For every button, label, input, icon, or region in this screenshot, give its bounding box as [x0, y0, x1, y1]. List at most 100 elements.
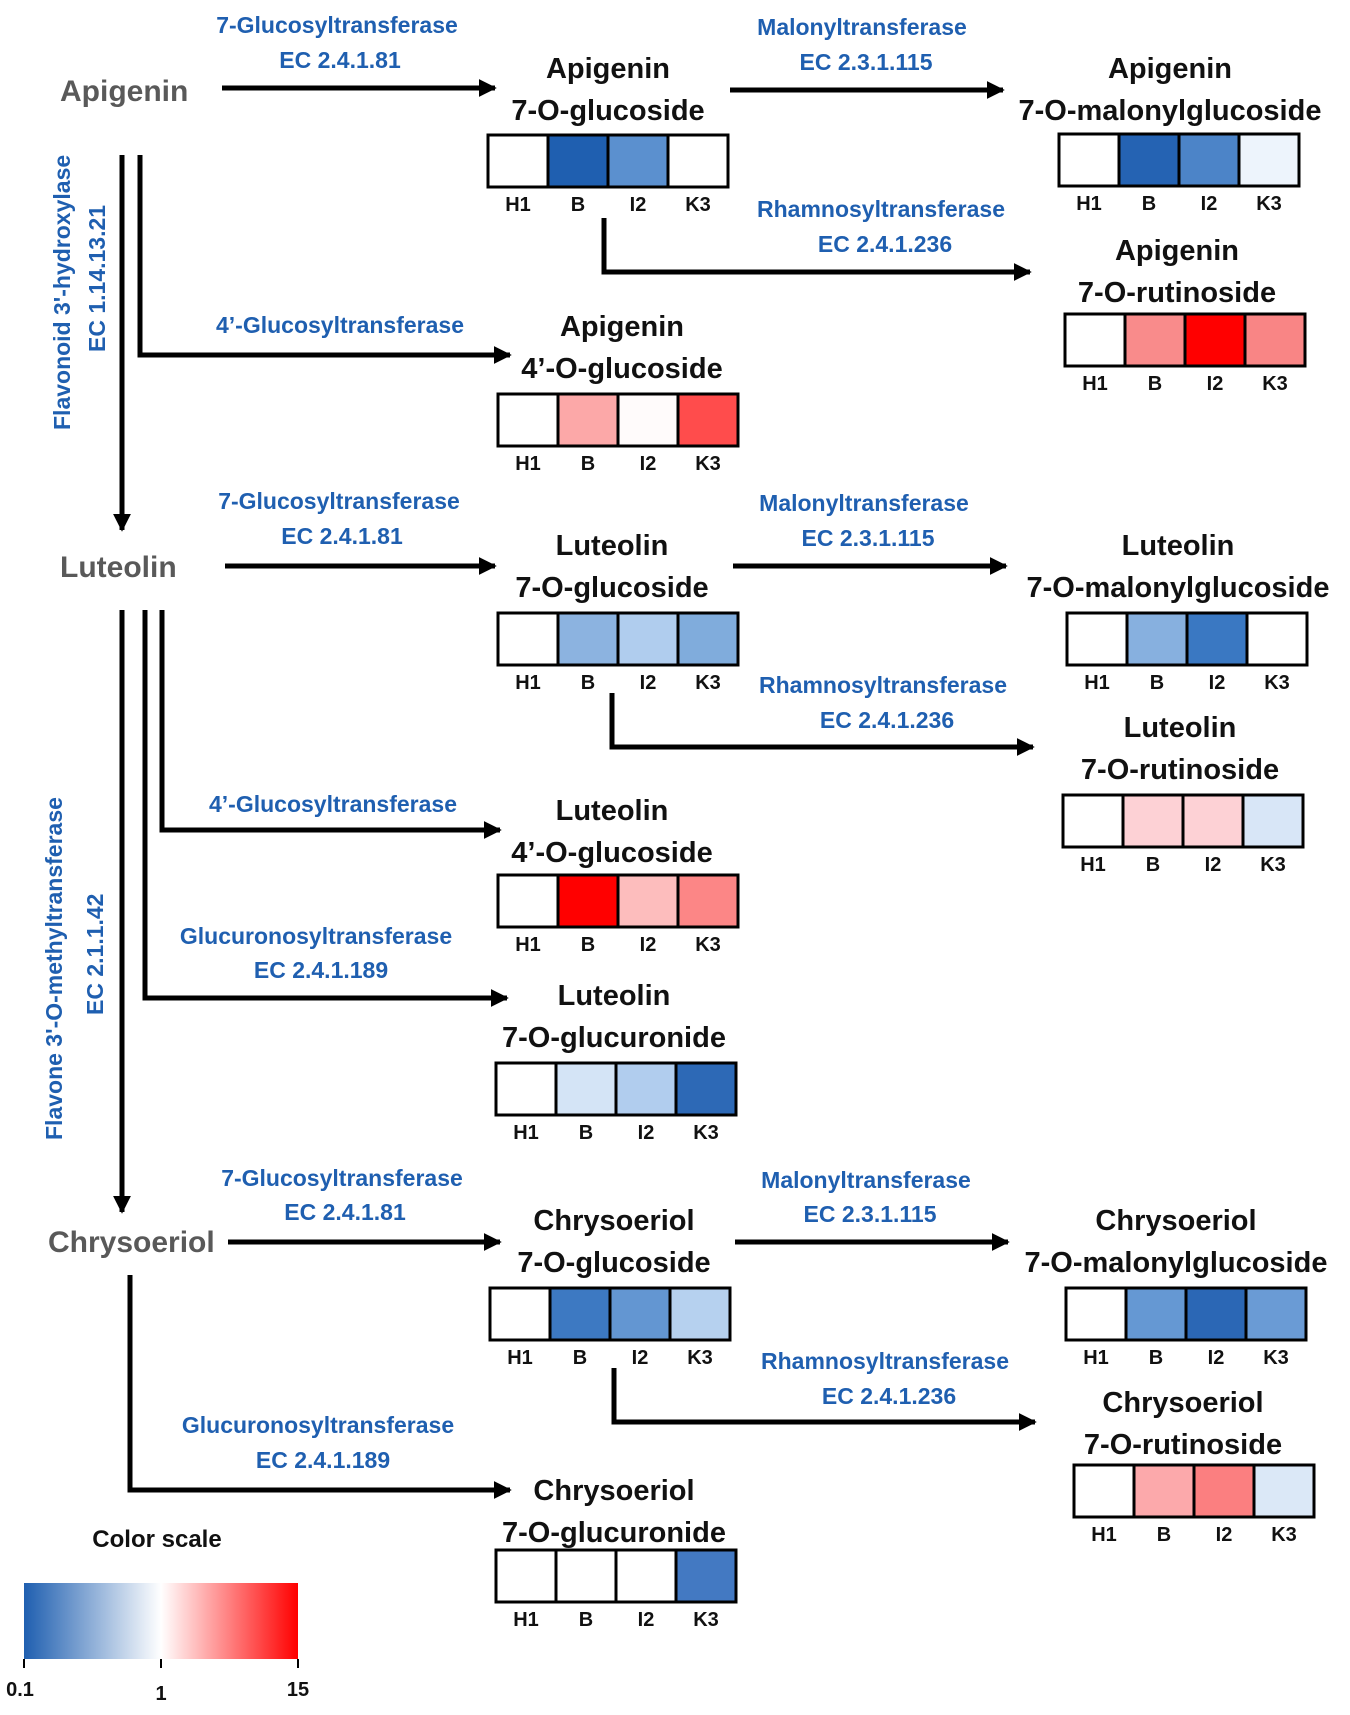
heatmap-cell-k3 [676, 611, 740, 667]
enzyme-ec: EC 2.4.1.236 [818, 231, 952, 257]
enzyme-label: Glucuronosyltransferase [180, 923, 452, 949]
compound-suffix: 7-O-glucuronide [502, 1022, 726, 1054]
heatmap-cell-i2 [1183, 312, 1247, 368]
heatmap-cell-i2 [614, 1061, 678, 1117]
heatmap-cell-k3 [676, 392, 740, 448]
heatmap-cell-i2 [616, 873, 680, 929]
enzyme-label: 7-Glucosyltransferase [216, 12, 458, 38]
compound-suffix: 7-O-glucoside [511, 95, 704, 127]
heatmap-cell-k3 [674, 1548, 738, 1604]
sample-label: B [1142, 193, 1156, 215]
heatmap-cell-k3 [674, 1061, 738, 1117]
heatmap-cell-h1 [486, 133, 550, 189]
sample-label: B [1150, 672, 1164, 694]
enzyme-ec: EC 2.4.1.236 [820, 707, 954, 733]
heatmap-cell-i2 [1177, 132, 1241, 188]
heatmap-cell-k3 [666, 133, 730, 189]
sample-label: I2 [640, 453, 657, 475]
compound-suffix: 4’-O-glucoside [511, 837, 712, 869]
connector-lines [113, 79, 1037, 1499]
compound-suffix: 7-O-malonylglucoside [1019, 95, 1322, 127]
enzyme-label: 7-Glucosyltransferase [218, 488, 460, 514]
heatmap-cell-h1 [1064, 1286, 1128, 1342]
enzyme-flavone-methyltransferase-ec: EC 2.1.1.42 [82, 894, 108, 1015]
enzyme-label: Malonyltransferase [761, 1167, 971, 1193]
sample-label: I2 [638, 1609, 655, 1631]
heatmap-cell-b [556, 611, 620, 667]
enzyme-ec: EC 2.3.1.115 [800, 49, 933, 75]
sample-label: I2 [638, 1122, 655, 1144]
sample-label: K3 [685, 194, 711, 216]
sample-label: I2 [1201, 193, 1218, 215]
sample-label: B [581, 453, 595, 475]
heatmap-cell-k3 [676, 873, 740, 929]
heatmap-cell-b [1125, 611, 1189, 667]
sample-label: H1 [1083, 1347, 1109, 1369]
compound-suffix: 4’-O-glucoside [521, 353, 722, 385]
sample-label: B [1149, 1347, 1163, 1369]
heatmap-cell-k3 [1252, 1463, 1316, 1519]
sample-label: K3 [1271, 1524, 1297, 1546]
source-luteolin: Luteolin [60, 551, 177, 584]
compound-name: Apigenin [1115, 235, 1239, 267]
heatmap-cell-h1 [494, 1061, 558, 1117]
heatmap-cell-b [548, 1286, 612, 1342]
sample-label: K3 [695, 453, 721, 475]
sample-label: B [581, 934, 595, 956]
enzyme-flavonoid-hydroxylase-ec: EC 1.14.13.21 [84, 205, 110, 352]
heatmap-cell-b [1117, 132, 1181, 188]
enzyme-label: Malonyltransferase [757, 14, 967, 40]
heatmap-cell-i2 [614, 1548, 678, 1604]
sample-label: B [573, 1347, 587, 1369]
sample-label: I2 [1209, 672, 1226, 694]
heatmap-cell-i2 [608, 1286, 672, 1342]
heatmap-cell-h1 [494, 1548, 558, 1604]
heatmap-cell-h1 [488, 1286, 552, 1342]
sample-label: K3 [1260, 854, 1286, 876]
compound-suffix: 7-O-malonylglucoside [1025, 1247, 1328, 1279]
compound-name: Luteolin [1122, 530, 1235, 562]
enzyme-label: 7-Glucosyltransferase [221, 1165, 463, 1191]
sample-label: K3 [687, 1347, 713, 1369]
enzyme-label: Malonyltransferase [759, 490, 969, 516]
heatmap-cell-b [556, 392, 620, 448]
compound-name: Luteolin [556, 530, 669, 562]
compound-name: Apigenin [560, 311, 684, 343]
heatmap-cell-i2 [1181, 793, 1245, 849]
sample-label: B [571, 194, 585, 216]
compound-name: Apigenin [546, 53, 670, 85]
enzyme-ec: EC 2.3.1.115 [804, 1201, 937, 1227]
heatmap-cell-h1 [1061, 793, 1125, 849]
color-scale-tick-min: 0.1 [6, 1679, 34, 1701]
heatmap-cell-i2 [1184, 1286, 1248, 1342]
sample-label: K3 [693, 1609, 719, 1631]
heatmap-cell-b [546, 133, 610, 189]
sample-label: H1 [1080, 854, 1106, 876]
enzyme-flavone-methyltransferase-name: Flavone 3'-O-methyltransferase [41, 797, 67, 1140]
heatmap-cell-h1 [496, 873, 560, 929]
enzyme-ec: EC 2.4.1.81 [281, 523, 403, 549]
sample-label: K3 [693, 1122, 719, 1144]
heatmap-cell-h1 [1065, 611, 1129, 667]
heatmap-cell-i2 [1185, 611, 1249, 667]
enzyme-label: Rhamnosyltransferase [761, 1348, 1009, 1374]
heatmap-cell-k3 [1241, 793, 1305, 849]
sample-label: I2 [630, 194, 647, 216]
sample-label: H1 [1091, 1524, 1117, 1546]
compound-name: Apigenin [1108, 53, 1232, 85]
sample-label: I2 [1216, 1524, 1233, 1546]
sample-label: H1 [515, 453, 541, 475]
sample-label: I2 [1207, 373, 1224, 395]
